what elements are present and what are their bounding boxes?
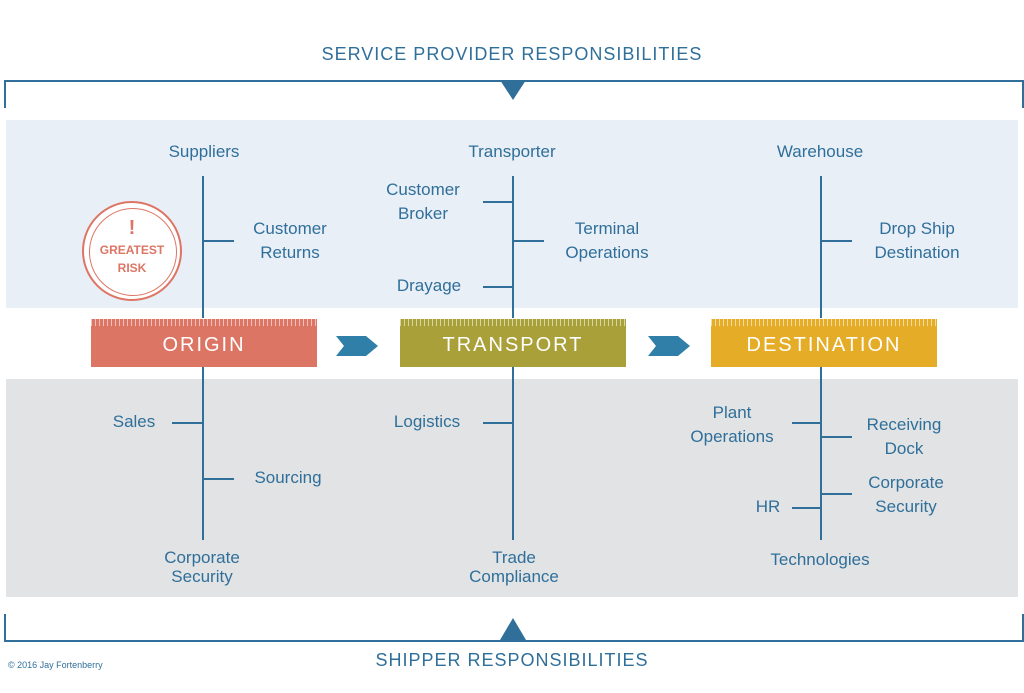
origin-bottom-line — [202, 367, 204, 540]
sourcing-connector — [204, 478, 234, 480]
risk-badge-line1: GREATEST — [99, 243, 165, 257]
bottom-bracket — [4, 614, 1024, 642]
greatest-risk-badge: ! GREATEST RISK — [82, 201, 182, 301]
origin-to-transport-arrow-icon — [336, 336, 378, 356]
shipper-title: SHIPPER RESPONSIBILITIES — [375, 650, 649, 670]
terminal-operations-connector — [514, 240, 544, 242]
drop-ship-connector — [822, 240, 852, 242]
customer-broker-connector — [483, 201, 513, 203]
logistics-connector — [483, 422, 513, 424]
warehouse-label: Warehouse — [776, 142, 864, 161]
down-arrow-icon — [500, 80, 526, 100]
customer-returns-connector — [204, 240, 234, 242]
hr-connector — [792, 507, 822, 509]
transport-to-destination-arrow-icon — [648, 336, 690, 356]
origin-stage: ORIGIN — [91, 319, 317, 367]
origin-top-line — [202, 176, 204, 318]
destination-stage-label: DESTINATION — [746, 334, 902, 356]
suppliers-label: Suppliers — [168, 142, 240, 161]
up-arrow-icon — [500, 618, 526, 640]
transport-stage-label: TRANSPORT — [442, 334, 584, 356]
hr-label: HR — [755, 497, 781, 516]
transport-top-line — [512, 176, 514, 318]
copyright: © 2016 Jay Fortenberry — [8, 660, 103, 670]
transporter-label: Transporter — [468, 142, 556, 161]
drayage-label: Drayage — [396, 276, 462, 295]
risk-badge-line2: RISK — [117, 261, 147, 275]
destination-bottom-line — [820, 367, 822, 540]
destination-stage: DESTINATION — [711, 319, 937, 367]
technologies-label: Technologies — [770, 550, 870, 569]
sales-connector — [172, 422, 202, 424]
transport-bottom-line — [512, 367, 514, 540]
drayage-connector — [483, 286, 513, 288]
exclamation-icon: ! — [128, 217, 136, 239]
logistics-label: Logistics — [393, 412, 461, 431]
transport-stage: TRANSPORT — [400, 319, 626, 367]
destination-top-line — [820, 176, 822, 318]
service-provider-title: SERVICE PROVIDER RESPONSIBILITIES — [321, 44, 703, 64]
sales-label: Sales — [112, 412, 156, 431]
receiving-dock-connector — [822, 436, 852, 438]
plant-operations-connector — [792, 422, 822, 424]
origin-stage-label: ORIGIN — [162, 334, 246, 356]
destination-corporate-security-connector — [822, 493, 852, 495]
sourcing-label: Sourcing — [254, 468, 322, 487]
